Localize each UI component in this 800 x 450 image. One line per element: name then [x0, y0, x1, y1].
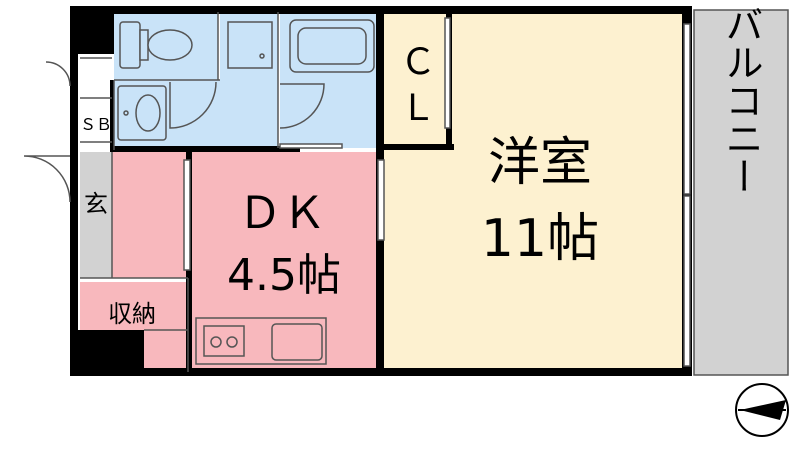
closet-label-l: Ｌ	[400, 88, 436, 129]
entrance-floor	[80, 152, 112, 278]
stove-icon	[203, 325, 245, 357]
washbasin-icon	[117, 85, 167, 141]
balcony-area	[693, 9, 789, 376]
partitions	[80, 12, 279, 372]
toilet-icon	[119, 21, 193, 69]
shoe-box-label: ＳＢ	[80, 115, 112, 134]
bathtub-icon	[289, 19, 375, 73]
western-room-name: 洋室	[488, 133, 592, 193]
dk-left-strip	[112, 152, 190, 278]
north-arrow-icon	[735, 383, 789, 437]
swing-doors	[23, 61, 325, 203]
washing-machine-icon	[227, 21, 273, 69]
dk-room-size: 4.5帖	[227, 250, 341, 301]
shoe-box-area	[80, 58, 112, 142]
balcony-label: バルコニー	[719, 5, 763, 195]
closet	[384, 12, 450, 148]
storage-label: 収納	[108, 300, 156, 328]
sink-icon	[271, 323, 323, 361]
dk-room-name: ＤＫ	[238, 188, 326, 239]
sliding-doors	[183, 17, 691, 367]
western-room-size: 11帖	[481, 209, 599, 269]
entrance-label: 玄	[84, 190, 108, 218]
closet-label-c: Ｃ	[400, 42, 436, 83]
